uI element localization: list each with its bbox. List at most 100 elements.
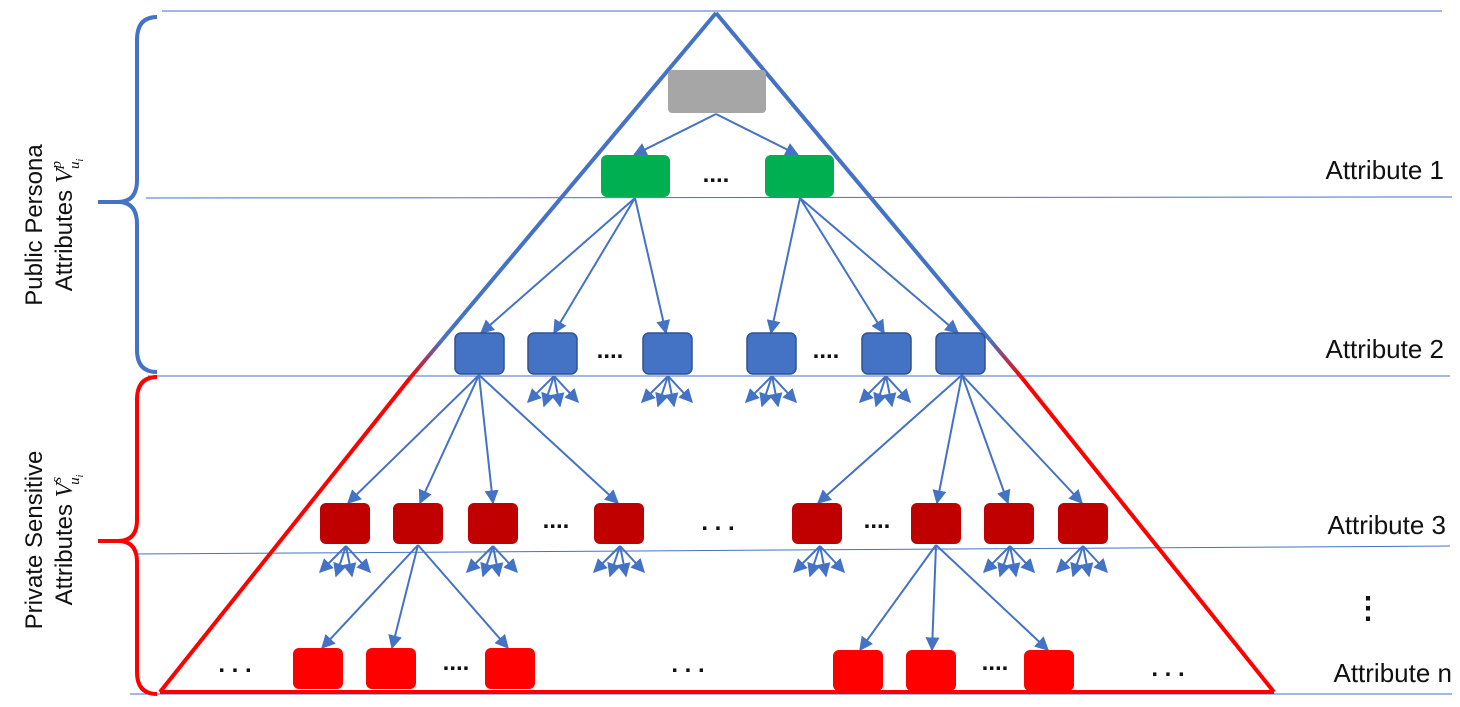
edge xyxy=(715,113,800,156)
fanout-arrow xyxy=(1009,545,1035,574)
fanout-arrow xyxy=(527,375,555,403)
ellipsis-level2: .... xyxy=(813,337,840,364)
edge xyxy=(346,374,480,504)
leaf-node xyxy=(1024,650,1074,691)
level2-node xyxy=(861,332,912,375)
leaf-node xyxy=(485,648,535,689)
level2-node xyxy=(746,332,797,375)
pyramid-left-transition xyxy=(408,338,444,380)
fanout-arrow xyxy=(873,375,887,408)
fanout-arrow xyxy=(997,545,1011,578)
fanout-arrow xyxy=(607,545,621,578)
edge xyxy=(632,113,717,156)
fanout-arrow xyxy=(1006,545,1021,578)
ellipsis-level3: .... xyxy=(543,507,570,534)
level-label-1: Attribute 1 xyxy=(1325,155,1444,185)
root-node xyxy=(668,70,766,113)
fanout-arrow xyxy=(1056,545,1084,573)
separator-line-3 xyxy=(133,545,1451,555)
level3-node xyxy=(984,503,1034,544)
edge xyxy=(935,544,1050,651)
edge xyxy=(816,374,963,504)
leaf-node xyxy=(833,650,883,691)
fanout-arrow xyxy=(664,375,679,408)
leaf-node xyxy=(366,648,416,689)
pyramid-right-transition xyxy=(988,338,1024,380)
fanout-arrow-groups xyxy=(319,375,1108,578)
pyramid-right-lower xyxy=(1020,376,1276,694)
edge xyxy=(321,544,419,650)
level-label-3: Attribute 3 xyxy=(1327,510,1446,540)
fanout-arrow xyxy=(593,545,621,573)
edge xyxy=(799,197,885,335)
fanout-arrow xyxy=(466,545,494,573)
level-label-2: Attribute 2 xyxy=(1325,334,1444,364)
ellipsis-leaf: . . . xyxy=(218,651,251,678)
fanout-arrow xyxy=(492,545,518,574)
level2-node xyxy=(527,332,578,375)
pyramid-left-lower xyxy=(158,376,412,694)
ellipsis-leaf: . . . xyxy=(671,651,704,678)
level3-node xyxy=(320,503,370,544)
fanout-arrow xyxy=(489,545,504,578)
ellipsis-level1: .... xyxy=(703,161,730,188)
level3-node xyxy=(468,503,518,544)
fanout-arrow xyxy=(641,375,669,403)
ellipsis-leaf: . . . xyxy=(1151,655,1184,682)
separator-line-1 xyxy=(145,196,1453,199)
edge xyxy=(388,544,419,650)
ellipsis-leaf: .... xyxy=(443,649,470,676)
fanout-arrow xyxy=(771,375,797,404)
edge xyxy=(418,374,480,505)
tree-edges xyxy=(321,113,1083,652)
pyramid-right-upper xyxy=(714,11,992,342)
edge xyxy=(479,197,636,334)
level-labels: Attribute 1 Attribute 2 Attribute 3 ⋮ At… xyxy=(1325,155,1452,688)
fanout-arrow xyxy=(759,375,773,408)
level1-node xyxy=(765,155,834,197)
level1-node xyxy=(601,155,670,197)
level-label-n: Attribute n xyxy=(1333,658,1452,688)
leaf-node xyxy=(906,650,956,691)
edge xyxy=(932,374,963,505)
edge xyxy=(925,544,940,652)
edge xyxy=(634,197,671,335)
fanout-arrow xyxy=(1082,545,1108,574)
public-brace xyxy=(98,15,158,374)
fanout-arrow xyxy=(1079,545,1094,578)
leaf-node xyxy=(293,648,343,689)
level3-node xyxy=(792,503,842,544)
fanout-arrow xyxy=(807,545,821,578)
edge xyxy=(961,374,1011,505)
level3-node xyxy=(911,503,961,544)
level3-node xyxy=(1058,503,1108,544)
ellipsis-level3: .... xyxy=(864,507,891,534)
sibling-ellipses: .... .... .... .... . . . .... . . . ...… xyxy=(218,161,1184,682)
level3-node xyxy=(393,503,443,544)
fanout-arrow xyxy=(619,545,645,574)
level3-node xyxy=(594,503,644,544)
edge xyxy=(766,197,801,335)
fanout-arrow xyxy=(541,375,555,408)
level2-node xyxy=(935,332,986,375)
ellipsis-leaf: .... xyxy=(982,649,1009,676)
fanout-arrow xyxy=(342,545,357,578)
edge xyxy=(478,374,620,504)
fanout-arrow xyxy=(550,375,565,408)
edge xyxy=(799,197,960,334)
public-label-line1: Public Persona xyxy=(21,144,48,306)
fanout-arrow xyxy=(768,375,783,408)
fanout-arrow xyxy=(983,545,1011,573)
edge xyxy=(961,374,1083,505)
level2-node xyxy=(454,332,505,375)
edge xyxy=(478,374,499,505)
fanout-arrow xyxy=(1070,545,1084,578)
fanout-arrow xyxy=(480,545,494,578)
fanout-arrow xyxy=(859,375,887,403)
pyramid-left-upper xyxy=(440,11,718,342)
fanout-arrow xyxy=(333,545,347,578)
level-vertical-ellipsis: ⋮ xyxy=(1353,592,1383,625)
